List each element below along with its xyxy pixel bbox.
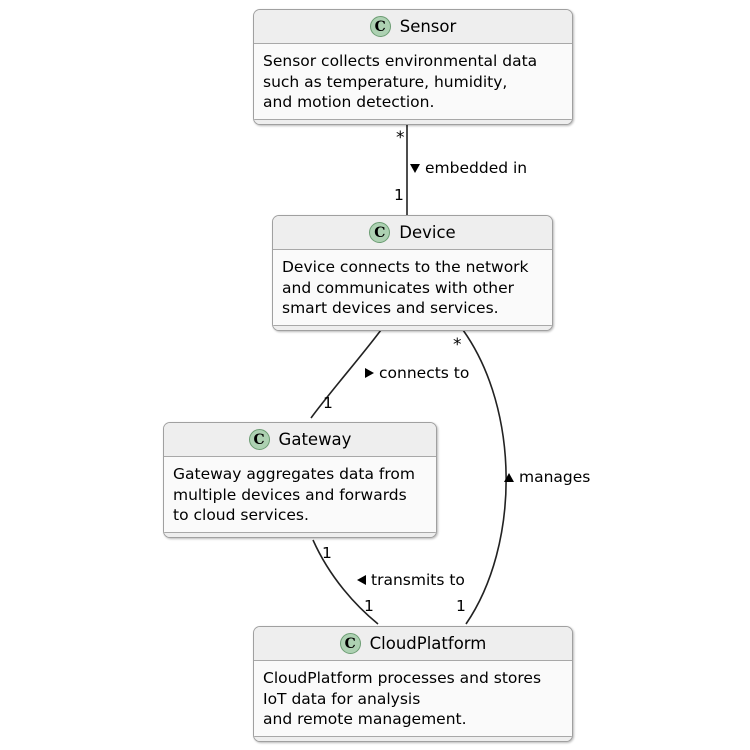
description-line: such as temperature, humidity, [263, 72, 508, 91]
triangle-up-icon [504, 472, 514, 482]
class-title-cloudplatform: CloudPlatform [369, 634, 487, 653]
class-header-sensor: C Sensor [254, 10, 572, 44]
class-box-sensor[interactable]: C Sensor Sensor collects environmental d… [253, 9, 573, 125]
class-icon-letter: C [374, 18, 386, 35]
description-line: CloudPlatform processes and stores [263, 669, 542, 687]
class-box-cloudplatform[interactable]: C CloudPlatform CloudPlatform processes … [253, 626, 573, 742]
triangle-down-icon [410, 163, 420, 173]
class-title-sensor: Sensor [399, 17, 457, 36]
edge-label-transmits-to: transmits to [357, 571, 465, 589]
edge-gateway-cloudplatform [312, 539, 379, 625]
class-description-gateway: Gateway aggregates data from multiple de… [164, 457, 436, 532]
class-header-gateway: C Gateway [164, 423, 436, 457]
class-c-icon: C [339, 633, 361, 654]
class-methods-compartment-device [273, 324, 552, 330]
edge-label-text: manages [519, 468, 591, 486]
edge-label-manages: manages [504, 468, 590, 486]
class-icon-letter: C [344, 635, 356, 652]
class-box-gateway[interactable]: C Gateway Gateway aggregates data from m… [163, 422, 437, 538]
class-title-gateway: Gateway [278, 430, 352, 449]
class-c-icon: C [369, 16, 391, 37]
description-line: and motion detection. [263, 93, 435, 111]
class-icon-letter: C [253, 431, 265, 448]
edge-gateway-device [310, 329, 382, 419]
edge-label-text: connects to [379, 364, 470, 382]
multiplicity-device-manages-end: * [453, 335, 462, 355]
class-description-sensor: Sensor collects environmental data such … [254, 44, 572, 119]
class-box-device[interactable]: C Device Device connects to the network … [272, 215, 553, 331]
description-line: and communicates with other [282, 278, 514, 297]
class-description-device: Device connects to the network and commu… [273, 250, 552, 325]
multiplicity-cloud-manages-end: 1 [456, 597, 466, 615]
class-methods-compartment-sensor [254, 118, 572, 124]
class-c-icon: C [369, 222, 391, 243]
description-line: Sensor collects environmental data [263, 52, 538, 70]
class-header-cloudplatform: C CloudPlatform [254, 627, 572, 661]
description-line: Device connects to the network [282, 258, 529, 276]
description-line: multiple devices and forwards [173, 485, 407, 504]
edge-label-embedded-in: embedded in [410, 159, 527, 177]
description-line: IoT data for analysis [263, 689, 421, 708]
class-header-device: C Device [273, 216, 552, 250]
edge-device-cloudplatform [462, 329, 507, 625]
multiplicity-sensor-end: * [396, 128, 405, 148]
triangle-left-icon [357, 575, 366, 585]
description-line: to cloud services. [173, 506, 309, 524]
edge-label-text: transmits to [371, 571, 465, 589]
class-icon-letter: C [374, 224, 386, 241]
edge-label-connects-to: connects to [365, 364, 469, 382]
multiplicity-cloud-transmits-end: 1 [364, 597, 374, 615]
edge-label-text: embedded in [425, 159, 528, 177]
triangle-right-icon [365, 368, 374, 378]
description-line: and remote management. [263, 710, 467, 728]
class-methods-compartment-cloudplatform [254, 735, 572, 741]
description-line: Gateway aggregates data from [173, 465, 416, 483]
class-c-icon: C [248, 429, 270, 450]
multiplicity-gateway-connects-end: 1 [323, 394, 333, 412]
class-methods-compartment-gateway [164, 531, 436, 537]
multiplicity-gateway-transmits-end: 1 [322, 544, 332, 562]
class-title-device: Device [399, 223, 456, 242]
description-line: smart devices and services. [282, 299, 499, 317]
multiplicity-device-end: 1 [394, 186, 404, 204]
class-description-cloudplatform: CloudPlatform processes and stores IoT d… [254, 661, 572, 736]
